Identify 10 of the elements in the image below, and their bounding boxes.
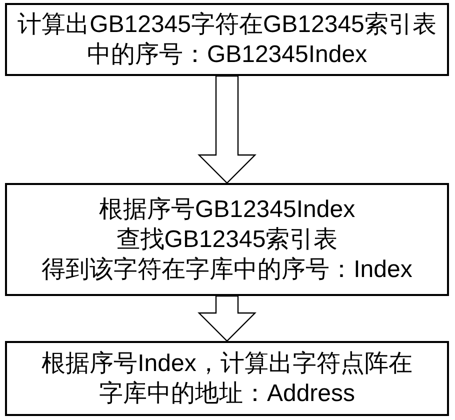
process-box bbox=[5, 341, 449, 416]
hollow-arrow bbox=[198, 295, 256, 342]
step-text: 查找GB12345索引表 bbox=[116, 224, 338, 254]
step-text: 得到该字符在字库中的序号：Index bbox=[42, 254, 412, 284]
process-box bbox=[5, 3, 449, 76]
hollow-arrow bbox=[198, 75, 256, 184]
step-text: 根据序号Index，计算出字符点阵在字库中的地址：Address bbox=[40, 348, 414, 408]
step-text: 根据序号GB12345Index bbox=[98, 194, 356, 224]
step-text: 计算出GB12345字符在GB12345索引表中的序号：GB12345Index bbox=[16, 10, 438, 70]
process-box bbox=[5, 183, 449, 296]
